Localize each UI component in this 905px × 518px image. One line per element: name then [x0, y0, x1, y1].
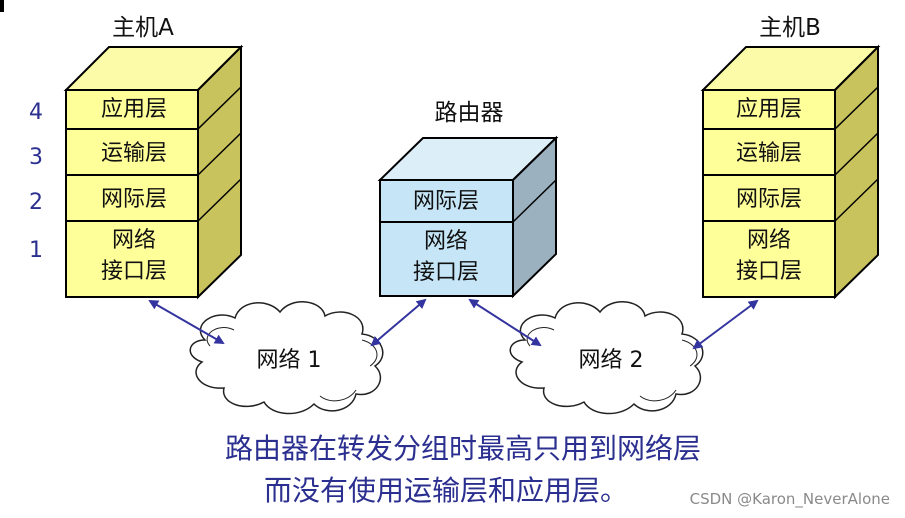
host-a-stack: 主机A 应用层 运输层 网际层 网络接口层 4 3 2 1: [29, 15, 244, 300]
layer-number-2: 2: [29, 190, 43, 215]
router-internet-label: 网际层: [413, 189, 479, 214]
layer-number-1: 1: [29, 238, 43, 263]
host-a-layer-transport: [65, 128, 199, 176]
host-b-layer-internet: [702, 174, 836, 222]
host-b-application-label: 应用层: [736, 97, 802, 122]
router-layer-internet: [379, 179, 514, 223]
host-a-layer-network-interface: [65, 220, 199, 298]
host-a-transport-label: 运输层: [101, 141, 167, 166]
host-a-layer-internet: [65, 174, 199, 222]
layer-number-3: 3: [29, 145, 43, 170]
router-stack: 路由器 网际层 网络接口层: [377, 100, 559, 299]
router-network-interface-label: 网络接口层: [413, 229, 479, 285]
host-a-title: 主机A: [112, 15, 174, 41]
host-a-side-face: [197, 44, 242, 300]
arrow-network-1-to-router: [370, 298, 427, 347]
host-b-internet-label: 网际层: [736, 187, 802, 212]
network-2-label: 网络 2: [579, 348, 644, 373]
watermark: CSDN @Karon_NeverAlone: [690, 490, 890, 509]
network-1-cloud: [189, 301, 384, 415]
host-b-network-interface-label: 网络接口层: [736, 228, 802, 284]
host-a-internet-label: 网际层: [101, 187, 167, 212]
arrow-network-2-to-host-b: [692, 299, 759, 350]
caption-line-2: 而没有使用运输层和应用层。: [264, 474, 628, 507]
router-layer-network-interface: [379, 221, 514, 297]
arrow-router-to-network-2: [468, 298, 542, 347]
host-a-network-interface-label: 网络接口层: [101, 228, 167, 284]
host-b-side-face: [834, 44, 879, 300]
host-b-title: 主机B: [759, 15, 821, 41]
network-1-label: 网络 1: [257, 348, 322, 373]
router-title: 路由器: [435, 100, 504, 126]
host-a-application-label: 应用层: [101, 97, 167, 122]
link-arrows: [148, 298, 759, 350]
layer-number-4: 4: [29, 100, 43, 125]
host-b-stack: 主机B 应用层 运输层 网际层 网络接口层: [700, 15, 881, 300]
host-b-transport-label: 运输层: [736, 141, 802, 166]
arrow-host-a-to-network-1: [148, 300, 225, 344]
corner-mark: [0, 0, 4, 12]
host-b-layer-network-interface: [702, 220, 836, 298]
caption-line-1: 路由器在转发分组时最高只用到网络层: [225, 432, 701, 465]
